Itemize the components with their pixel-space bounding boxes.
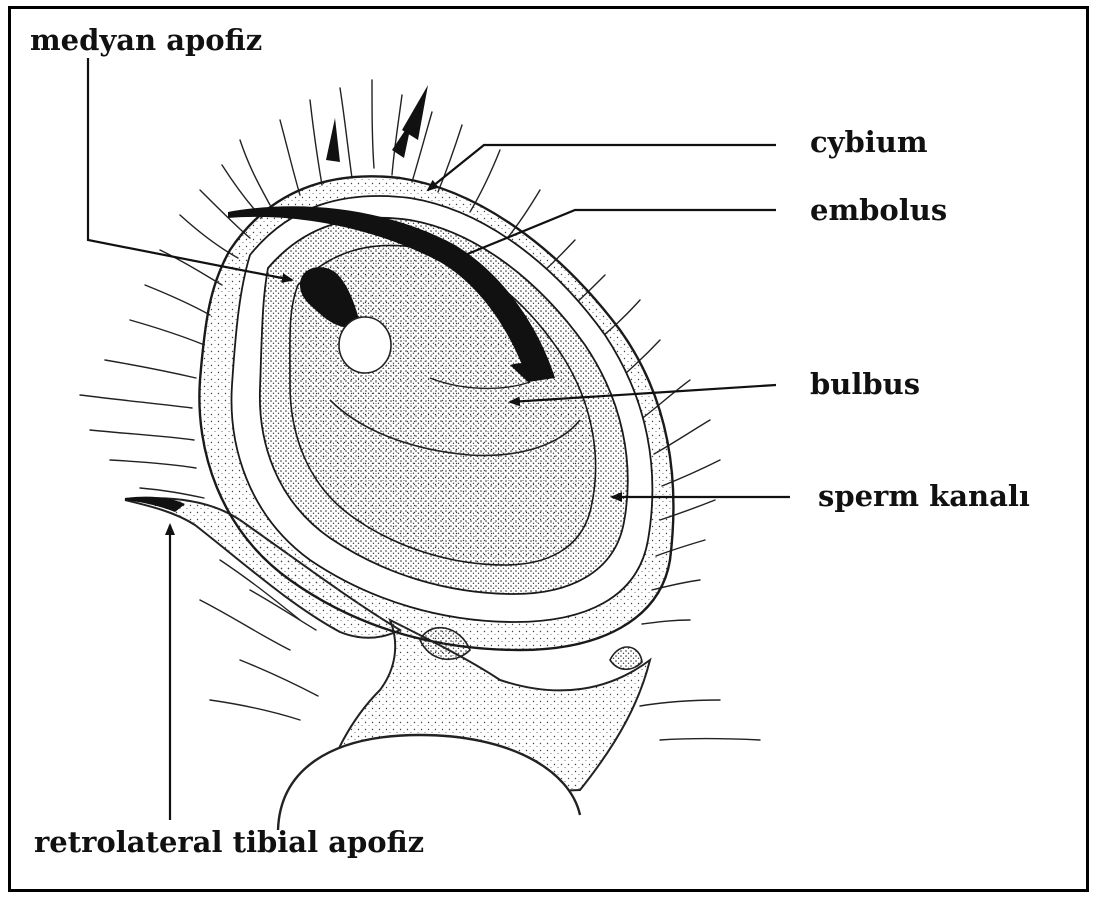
label-bulbus: bulbus	[810, 370, 920, 399]
label-cybium: cybium	[810, 128, 928, 157]
label-sperm-kanali: sperm kanalı	[818, 482, 1030, 511]
median-apophysis-base	[339, 317, 391, 373]
label-medyan-apofiz: medyan apofiz	[30, 26, 262, 55]
label-embolus: embolus	[810, 196, 947, 225]
leader-cybium	[428, 145, 776, 190]
spine	[326, 118, 340, 162]
label-retrolateral-tibial-apofiz: retrolateral tibial apofiz	[34, 828, 424, 857]
